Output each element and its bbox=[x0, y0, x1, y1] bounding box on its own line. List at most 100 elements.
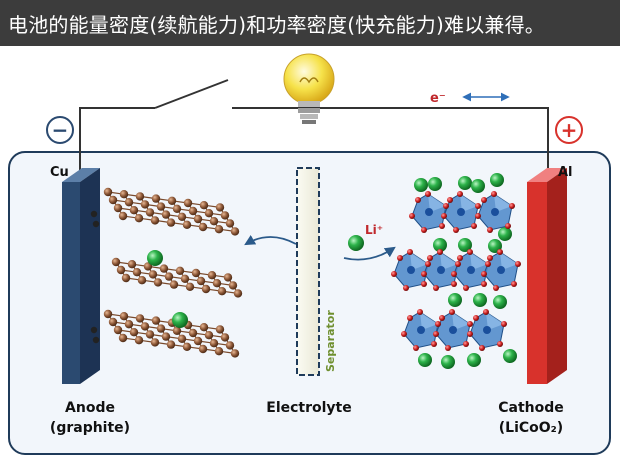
carbon-atom bbox=[151, 316, 161, 325]
oxygen-atom bbox=[451, 271, 457, 277]
carbon-atom bbox=[166, 218, 176, 227]
carbon-atom bbox=[140, 322, 150, 331]
oxygen-atom bbox=[425, 191, 431, 197]
carbon-atom bbox=[225, 341, 235, 350]
carbon-atom bbox=[124, 198, 134, 207]
lithium-ion bbox=[348, 235, 364, 251]
oxygen-atom bbox=[403, 285, 409, 291]
carbon-atom bbox=[134, 214, 144, 223]
oxygen-atom bbox=[417, 309, 423, 315]
circuit-wire bbox=[79, 107, 155, 170]
oxygen-atom bbox=[433, 285, 439, 291]
cathode-metal-label: Al bbox=[558, 165, 573, 180]
oxygen-atom bbox=[407, 315, 413, 321]
carbon-atom bbox=[116, 265, 126, 275]
carbon-atom bbox=[233, 289, 243, 298]
oxygen-atom bbox=[447, 197, 453, 203]
oxygen-atom bbox=[437, 249, 443, 255]
oxygen-atom bbox=[479, 345, 485, 351]
oxygen-atom bbox=[435, 321, 441, 327]
oxygen-atom bbox=[475, 213, 481, 219]
carbon-atom bbox=[204, 331, 214, 340]
lithium-atom bbox=[490, 173, 504, 187]
graphite-sheet bbox=[103, 309, 240, 358]
octahedron-face bbox=[410, 252, 428, 270]
oxygen-atom bbox=[425, 261, 431, 267]
oxygen-atom bbox=[471, 223, 477, 229]
circuit-wire-right bbox=[232, 107, 549, 170]
separator: Separator bbox=[296, 167, 337, 376]
cathode-structure bbox=[391, 173, 521, 369]
carbon-atom bbox=[156, 202, 166, 211]
cobalt-atom bbox=[497, 266, 505, 274]
oxygen-atom bbox=[413, 345, 419, 351]
carbon-atom bbox=[166, 340, 176, 349]
oxygen-atom bbox=[483, 309, 489, 315]
carbon-atom bbox=[153, 278, 163, 287]
lithium-atom bbox=[458, 176, 472, 190]
oxygen-atom bbox=[415, 197, 421, 203]
oxygen-atom bbox=[497, 249, 503, 255]
edge-atom bbox=[92, 220, 100, 228]
carbon-atom bbox=[145, 208, 155, 217]
electrolyte-label: Electrolyte bbox=[266, 400, 351, 416]
carbon-atom bbox=[148, 270, 158, 279]
oxygen-atom bbox=[481, 271, 487, 277]
carbon-atom bbox=[103, 309, 113, 319]
carbon-atom bbox=[220, 333, 230, 342]
light-bulb-icon bbox=[283, 53, 335, 124]
separator-label: Separator bbox=[324, 310, 337, 372]
oxygen-atom bbox=[457, 191, 463, 197]
oxygen-atom bbox=[497, 341, 503, 347]
oxygen-atom bbox=[475, 203, 481, 209]
cobalt-atom bbox=[417, 326, 425, 334]
positive-terminal: + bbox=[555, 116, 583, 144]
carbon-atom bbox=[127, 260, 137, 269]
graphite-sheet bbox=[103, 187, 240, 236]
carbon-atom bbox=[180, 274, 190, 283]
carbon-atom bbox=[177, 334, 187, 343]
carbon-atom bbox=[199, 323, 209, 332]
oxygen-atom bbox=[501, 321, 507, 327]
carbon-atom bbox=[118, 211, 128, 221]
cobalt-oxide-layer bbox=[409, 191, 515, 233]
anode-material-label: (graphite) bbox=[50, 420, 130, 436]
page-title: 电池的能量密度(续航能力)和功率密度(快充能力)难以兼得。 bbox=[8, 13, 546, 37]
octahedron-face bbox=[486, 312, 504, 330]
carbon-atom bbox=[225, 219, 235, 228]
oxygen-atom bbox=[421, 271, 427, 277]
oxygen-atom bbox=[481, 197, 487, 203]
anode-metal-label: Cu bbox=[50, 165, 69, 180]
cobalt-atom bbox=[483, 326, 491, 334]
oxygen-atom bbox=[467, 321, 473, 327]
carbon-atom bbox=[193, 336, 203, 346]
carbon-atom bbox=[161, 210, 171, 219]
carbon-atom bbox=[119, 190, 129, 199]
carbon-atom bbox=[129, 328, 139, 337]
oxygen-atom bbox=[445, 345, 451, 351]
carbon-atom bbox=[150, 216, 160, 225]
lithium-atom bbox=[471, 179, 485, 193]
carbon-atom bbox=[230, 227, 240, 236]
oxygen-atom bbox=[431, 341, 437, 347]
carbon-atom bbox=[220, 211, 230, 220]
cobalt-oxide-layer bbox=[391, 249, 521, 291]
oxygen-atom bbox=[421, 281, 427, 287]
cobalt-atom bbox=[491, 208, 499, 216]
carbon-atom bbox=[228, 281, 238, 290]
octahedron-face bbox=[494, 194, 512, 212]
carbon-atom bbox=[198, 344, 208, 354]
carbon-atom bbox=[159, 264, 169, 273]
oxygen-atom bbox=[401, 331, 407, 337]
cathode-material-label: (LiCoO₂) bbox=[499, 420, 563, 436]
lithium-atom bbox=[172, 312, 188, 328]
carbon-atom bbox=[209, 339, 219, 348]
octahedron-face bbox=[452, 312, 470, 330]
ion-arrow-left bbox=[244, 234, 297, 246]
carbon-atom bbox=[111, 257, 121, 267]
lithium-atom bbox=[428, 177, 442, 191]
carbon-atom bbox=[151, 194, 161, 203]
cobalt-oxide-layer bbox=[401, 309, 507, 351]
oxygen-atom bbox=[421, 227, 427, 233]
carbon-atom bbox=[196, 276, 206, 286]
